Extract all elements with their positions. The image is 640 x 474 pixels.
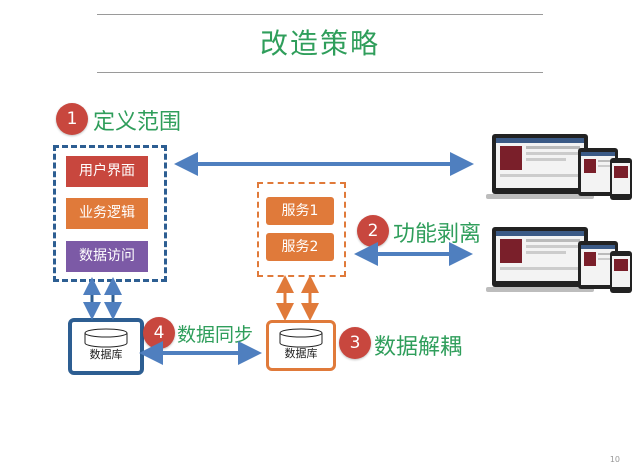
database-left-icon [84,328,128,348]
step-1-badge: 1 [56,103,88,135]
step-4-label: 数据同步 [177,324,254,346]
page-title: 改造策略 [259,27,380,60]
layer-ui: 用户界面 [66,156,148,187]
service-1: 服务1 [266,197,334,225]
database-left-label: 数据库 [89,348,123,361]
step-2-badge: 2 [357,215,389,247]
devices-top-icon [486,134,632,200]
title-bottom-rule [97,72,543,73]
service-2: 服务2 [266,233,334,261]
devices-bottom-icon [486,227,632,293]
page-number: 10 [609,455,620,464]
layer-business: 业务逻辑 [66,198,148,229]
step-1-label: 定义范围 [93,110,182,135]
step-3-badge: 3 [339,327,371,359]
layer-data-access: 数据访问 [66,241,148,272]
database-right-label: 数据库 [284,347,318,360]
database-right-icon [279,328,323,348]
title-top-rule [97,14,543,15]
arrows-monolith-db [83,277,122,320]
arrows-services-db [276,275,319,321]
database-right: 数据库 [266,320,336,371]
step-3-label: 数据解耦 [374,335,463,360]
